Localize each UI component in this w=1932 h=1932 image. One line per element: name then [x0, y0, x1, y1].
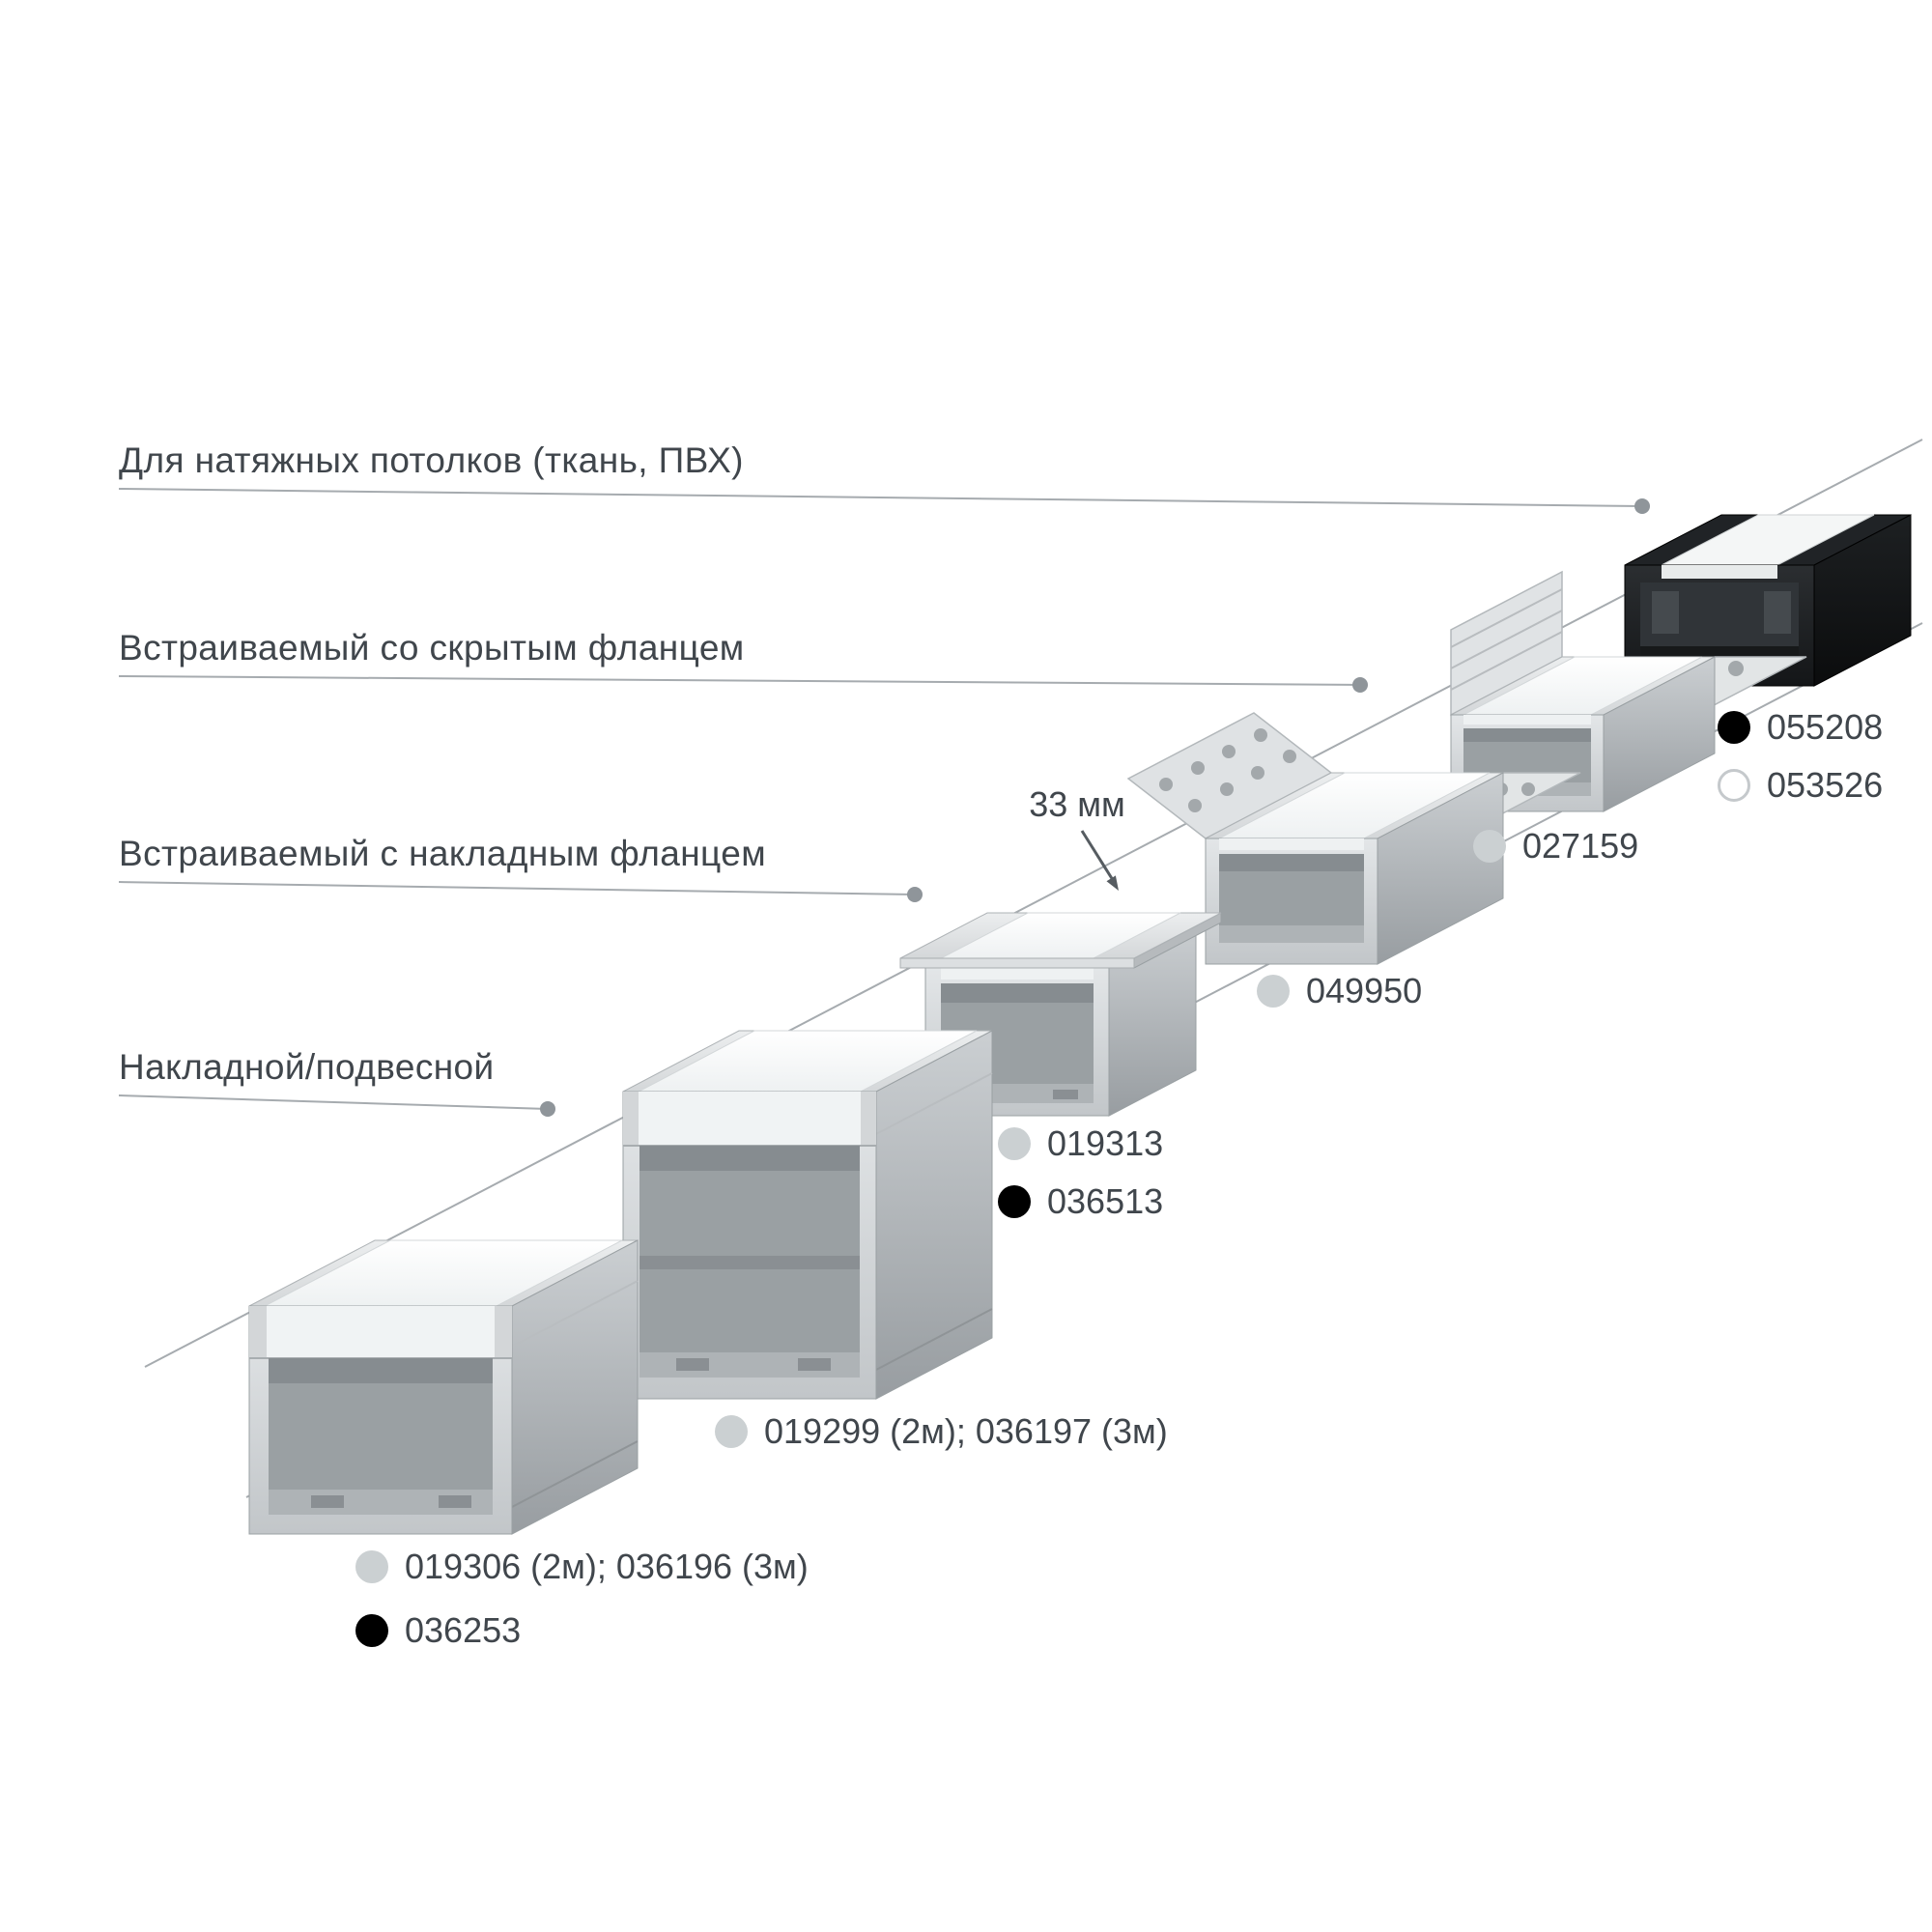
article-code: 036513 [1047, 1181, 1164, 1221]
article-row: 049950 [1257, 970, 1422, 1012]
leader-line-stretch-ceilings [118, 488, 1643, 507]
leader-dot-recessed-hidden-flange [1352, 677, 1368, 693]
category-label-surface-suspended: Накладной/подвесной [119, 1047, 495, 1087]
silver-swatch-icon [715, 1415, 748, 1448]
article-row: 019313 [998, 1122, 1163, 1165]
article-row: 055208 [1718, 706, 1883, 749]
category-label-recessed-surface-flange: Встраиваемый с накладным фланцем [119, 834, 767, 873]
article-row: 036253 [355, 1609, 521, 1652]
render-profile-recessed-hidden-flange-a [1126, 712, 1581, 965]
white-swatch-icon [1718, 769, 1750, 802]
article-code: 053526 [1767, 765, 1884, 805]
leader-dot-surface-suspended [540, 1101, 555, 1117]
p3-flange-front [899, 957, 1135, 969]
p2-side-face [875, 1030, 993, 1400]
leader-line-surface-suspended [118, 1094, 549, 1110]
article-code: 027159 [1522, 826, 1639, 866]
article-row: 027159 [1473, 825, 1638, 867]
article-code: 049950 [1306, 971, 1423, 1010]
black-swatch-icon [998, 1185, 1031, 1218]
article-code: 019299 (2м); 036197 (3м) [764, 1411, 1168, 1451]
silver-swatch-icon [1473, 830, 1506, 863]
article-row: 053526 [1718, 764, 1883, 807]
dimension-arrow [1080, 830, 1119, 891]
leader-line-recessed-surface-flange [118, 881, 916, 895]
leader-line-recessed-hidden-flange [118, 675, 1361, 686]
article-row: 036513 [998, 1180, 1163, 1223]
black-swatch-icon [355, 1614, 388, 1647]
leader-dot-recessed-surface-flange [907, 887, 923, 902]
silver-swatch-icon [355, 1550, 388, 1583]
category-label-stretch-ceilings: Для натяжных потолков (ткань, ПВХ) [119, 440, 744, 480]
render-profile-surface-tall [622, 1030, 993, 1400]
article-row: 019299 (2м); 036197 (3м) [715, 1410, 1168, 1453]
leader-dot-stretch-ceilings [1634, 498, 1650, 514]
article-row: 019306 (2м); 036196 (3м) [355, 1546, 809, 1588]
silver-swatch-icon [998, 1127, 1031, 1160]
render-profile-surface-large [248, 1239, 639, 1535]
article-code: 036253 [405, 1610, 522, 1650]
article-code: 019306 (2м); 036196 (3м) [405, 1547, 809, 1586]
category-label-recessed-hidden-flange: Встраиваемый со скрытым фланцем [119, 628, 745, 668]
render-profile-recessed-hidden-flange-b [1450, 570, 1807, 812]
black-swatch-icon [1718, 711, 1750, 744]
dimension-note: 33 мм [1029, 784, 1125, 824]
article-code: 019313 [1047, 1123, 1164, 1163]
article-code: 055208 [1767, 707, 1884, 747]
silver-swatch-icon [1257, 975, 1290, 1008]
